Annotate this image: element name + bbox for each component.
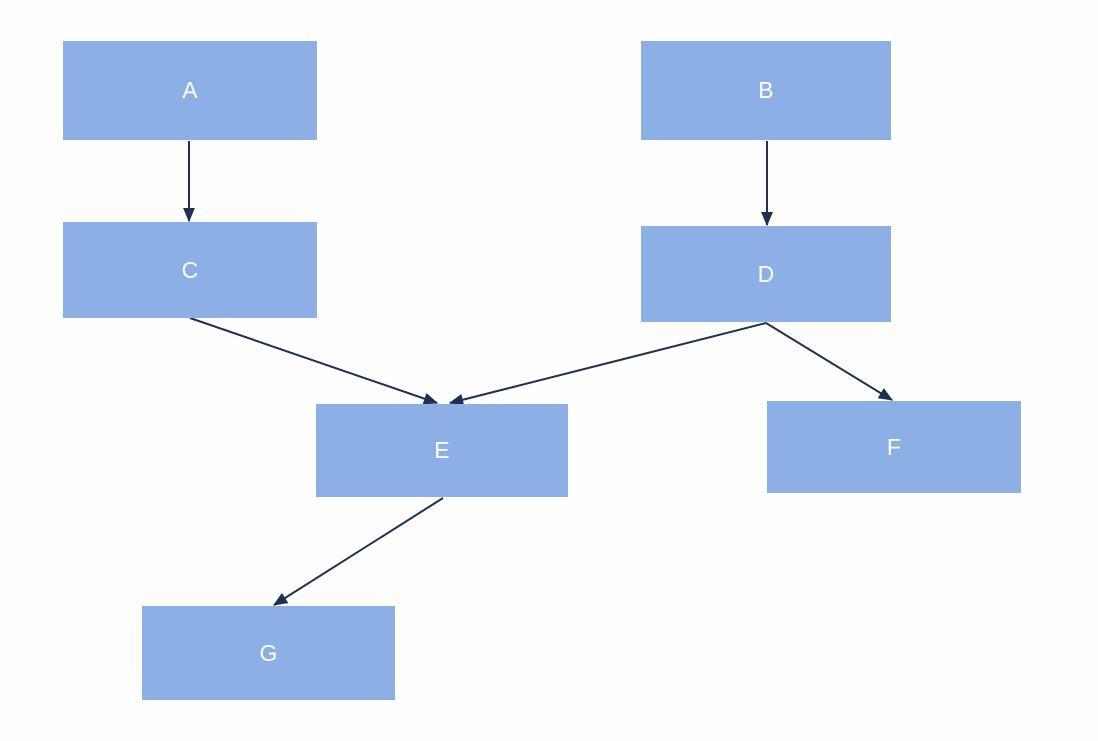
node-c[interactable]: C	[63, 222, 317, 318]
node-label: D	[757, 260, 775, 287]
node-label: F	[886, 433, 902, 460]
node-label: A	[182, 77, 198, 103]
edge-d-to-e	[448, 322, 767, 406]
edge-c-to-e	[189, 317, 439, 405]
node-a[interactable]: A	[63, 41, 317, 140]
node-label: E	[434, 437, 450, 463]
edge-e-to-g	[272, 497, 444, 606]
node-label: C	[181, 256, 199, 283]
node-b[interactable]: B	[641, 41, 891, 140]
node-e[interactable]: E	[316, 404, 568, 497]
node-d[interactable]: D	[641, 226, 891, 322]
node-label: G	[259, 639, 278, 666]
node-label: B	[758, 77, 774, 103]
edge-d-to-f	[765, 322, 894, 401]
node-f[interactable]: F	[767, 401, 1021, 493]
node-g[interactable]: G	[142, 606, 395, 700]
